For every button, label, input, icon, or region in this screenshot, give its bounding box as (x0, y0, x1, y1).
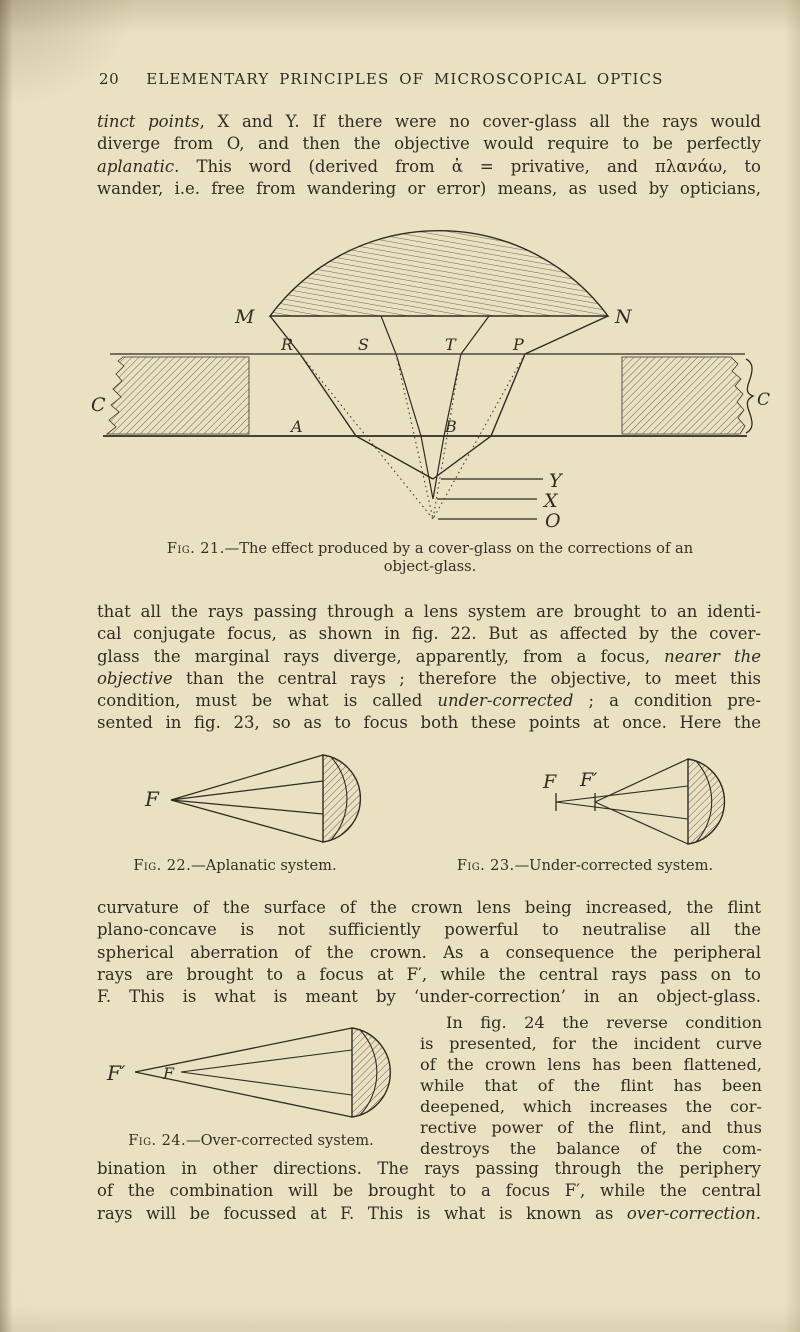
ray-3 (170, 799, 324, 815)
figure-22: F Fig. 22.—Aplanatic system. (95, 748, 375, 875)
figure-21: M N R S T P A B C C Y X O Fig. 21.—The e… (85, 213, 775, 576)
text-line: sented in fig. 23, so as to focus both t… (97, 713, 761, 733)
figure-24-diagram: F′ F (106, 1027, 391, 1118)
dotted-ray-central-left (395, 353, 434, 520)
marginal-ray-right (432, 315, 609, 480)
text-line: diverge from O, and then the objective w… (97, 134, 761, 154)
doublet-lens (322, 754, 362, 843)
central-ray-top (555, 785, 689, 803)
marginal-ray-left (269, 315, 434, 480)
text-line: destroys the balance of the com- (420, 1139, 762, 1158)
label-F: F (144, 787, 160, 811)
text-line: that all the rays passing through a lens… (97, 602, 761, 621)
lens-interface-curve (359, 1029, 378, 1116)
page-number: 20 (99, 70, 120, 88)
doublet-lens (687, 758, 726, 845)
central-ray-right (432, 315, 490, 500)
lens-interface-curve (330, 756, 348, 841)
label-M: M (234, 306, 255, 328)
text-line: tinct points, X and Y. If there were no … (97, 112, 761, 131)
text-line: rective power of the flint, and thus (420, 1118, 762, 1137)
text-line: of the crown lens has been flattened, (420, 1055, 762, 1074)
lens-interface-curve (695, 760, 713, 843)
figure-22-caption: Fig. 22.—Aplanatic system. (133, 857, 337, 874)
label-C-right: C (757, 390, 770, 410)
paragraph-2: that all the rays passing through a lens… (97, 601, 761, 735)
figure-row-22-23: F Fig. 22.—Aplanatic system. (95, 748, 765, 875)
text-line: F. This is what is meant by ‘under-corre… (97, 987, 761, 1007)
dotted-ray-marginal-left (299, 353, 434, 520)
figure-21-caption: Fig. 21.—The effect produced by a cover-… (166, 540, 694, 575)
label-N: N (614, 306, 633, 328)
central-ray-top (180, 1049, 353, 1073)
paragraph-1: tinct points, X and Y. If there were no … (97, 111, 761, 200)
figure-22-diagram: F (144, 754, 362, 843)
dotted-ray-marginal-right (432, 353, 526, 520)
label-F: F (542, 771, 557, 793)
label-O: O (545, 510, 561, 532)
paragraph-4: bination in other directions. The rays p… (97, 1158, 761, 1225)
text-line: while that of the flint has been (420, 1076, 762, 1095)
text-line: curvature of the surface of the crown le… (97, 898, 761, 917)
ray-1 (170, 754, 324, 801)
label-F-prime: F′ (106, 1061, 126, 1085)
page-header: 20 ELEMENTARY PRINCIPLES OF MICROSCOPICA… (99, 70, 763, 88)
central-ray-bottom (180, 1071, 353, 1096)
figure-23-caption: Fig. 23.—Under-corrected system. (456, 857, 714, 874)
central-ray-left (380, 315, 434, 500)
text-line: is presented, for the incident curve (420, 1034, 762, 1053)
ray-4 (170, 799, 324, 843)
text-line: rays will be focussed at F. This is what… (97, 1203, 761, 1223)
label-C-left: C (91, 394, 106, 416)
text-line: plano-concave is not sufficiently powerf… (97, 920, 761, 940)
label-R: R (280, 335, 293, 354)
label-F-prime: F′ (579, 769, 598, 791)
text-line: wander, i.e. free from wandering or erro… (97, 178, 761, 198)
text-line: bination in other directions. The rays p… (97, 1159, 761, 1178)
marginal-ray-bottom (134, 1071, 353, 1118)
doublet-lens (351, 1027, 391, 1118)
text-line: aplanatic. This word (derived from ἀ = p… (97, 156, 761, 176)
label-A: A (289, 417, 303, 436)
ray-2 (170, 780, 324, 801)
cover-glass-left-piece (105, 356, 250, 435)
figure-24-caption: Fig. 24.—Over-corrected system. (128, 1132, 374, 1149)
label-T: T (445, 335, 457, 354)
paragraph-3: curvature of the surface of the crown le… (97, 897, 761, 1008)
text-line: glass the marginal rays diverge, apparen… (97, 646, 761, 666)
label-F: F (162, 1064, 175, 1083)
paragraph-wrap-fig24: In fig. 24 the reverse condition is prese… (420, 1012, 762, 1159)
running-title: ELEMENTARY PRINCIPLES OF MICROSCOPICAL O… (146, 70, 664, 88)
text-line: condition, must be what is called under-… (97, 691, 761, 711)
figure-24: F′ F Fig. 24.—Over-corrected system. (95, 1016, 407, 1150)
marginal-ray-top (594, 758, 689, 803)
figure-23-diagram: F F′ (542, 758, 726, 845)
text-line: rays are brought to a focus at F′, while… (97, 964, 761, 984)
figure-23: F F′ Fig. 23.—Under-corrected system. (425, 748, 745, 875)
text-line: objective than the central rays ; theref… (97, 668, 761, 688)
text-line: cal conjugate focus, as shown in fig. 22… (97, 624, 761, 644)
text-line: of the combination will be brought to a … (97, 1181, 761, 1201)
label-Y: Y (549, 470, 564, 492)
text-line: In fig. 24 the reverse condition (446, 1013, 762, 1032)
label-B: B (444, 417, 457, 436)
cover-glass-thickness-brace (745, 358, 755, 434)
text-line: spherical aberration of the crown. As a … (97, 942, 761, 962)
central-ray-bottom (555, 801, 689, 820)
label-S: S (358, 335, 369, 354)
objective-lens (268, 230, 610, 317)
marginal-ray-top (134, 1027, 353, 1073)
label-X: X (542, 490, 559, 512)
cover-glass-right-piece (621, 356, 746, 435)
figure-21-diagram: M N R S T P A B C C Y X O (91, 230, 770, 532)
text-line: deepened, which increases the cor- (420, 1097, 762, 1116)
label-P: P (512, 335, 524, 354)
